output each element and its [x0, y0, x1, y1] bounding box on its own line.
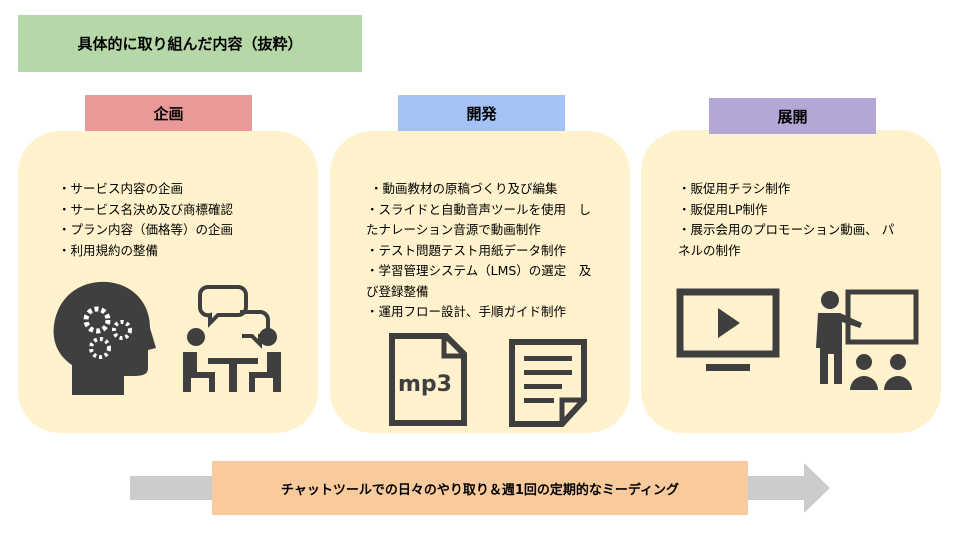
communication-note: チャットツールでの日々のやり取り＆週1回の定期的なミーディング: [212, 461, 748, 515]
development-list: ・動画教材の原稿づくり及び編集 ・スライドと自動音声ツールを使用 し たナレーシ…: [366, 181, 592, 319]
rollout-list: ・販促用チラシ制作 ・販促用LP制作 ・展示会用のプロモーション動画、 パ ネル…: [678, 181, 895, 258]
planning-header: 企画: [85, 95, 252, 131]
planning-list: ・サービス内容の企画 ・サービス名決め及び商標確認 ・プラン内容（価格等）の企画…: [58, 181, 234, 258]
head-gears-icon: [53, 281, 156, 395]
video-monitor-icon: [676, 288, 780, 371]
development-panel: [330, 131, 630, 433]
development-header: 開発: [398, 95, 565, 131]
presentation-icon: [816, 289, 919, 390]
planning-panel: [18, 131, 318, 433]
meeting-icon: [183, 285, 281, 392]
arrow-head-icon: [804, 463, 830, 513]
page-title: 具体的に取り組んだ内容（抜粋）: [18, 15, 362, 72]
mp3-file-icon: [389, 333, 467, 426]
mp3-label: mp3: [398, 372, 452, 397]
document-icon: [509, 339, 587, 427]
rollout-header: 展開: [709, 98, 876, 134]
